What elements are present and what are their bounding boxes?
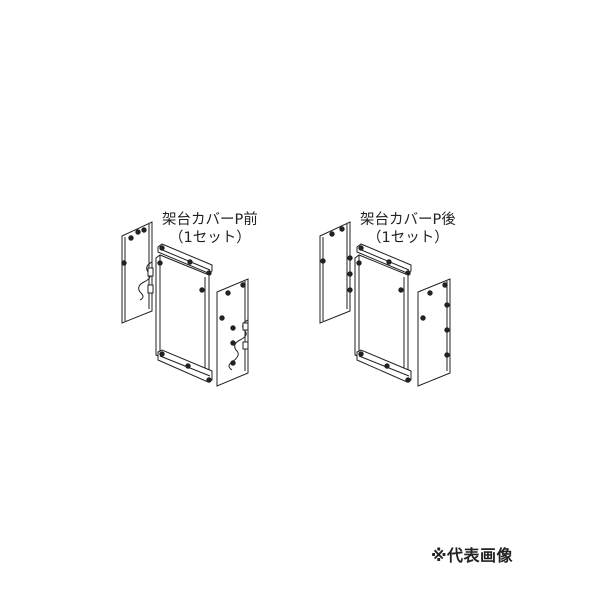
front-cover-set-illustration bbox=[121, 221, 249, 387]
product-rear-name: 架台カバーP後 bbox=[360, 212, 456, 228]
front-left-side-panel bbox=[121, 221, 154, 324]
product-front-quantity: （1セット） bbox=[169, 230, 251, 246]
front-right-side-panel bbox=[216, 278, 249, 387]
representative-image-note: ※代表画像 bbox=[431, 546, 514, 565]
product-rear-label: 架台カバーP後 （1セット） bbox=[360, 211, 456, 247]
rear-top-rail bbox=[356, 243, 412, 276]
product-front-label: 架台カバーP前 （1セット） bbox=[162, 211, 258, 247]
front-top-rail bbox=[157, 243, 213, 276]
rear-left-side-panel bbox=[319, 221, 353, 324]
product-front-name: 架台カバーP前 bbox=[162, 212, 258, 228]
rear-right-side-panel bbox=[417, 278, 451, 387]
rear-main-panel bbox=[354, 254, 409, 378]
front-bottom-rail bbox=[157, 349, 213, 383]
rear-bottom-rail bbox=[356, 349, 412, 383]
product-rear-quantity: （1セット） bbox=[367, 230, 449, 246]
rear-cover-set-illustration bbox=[319, 221, 451, 387]
